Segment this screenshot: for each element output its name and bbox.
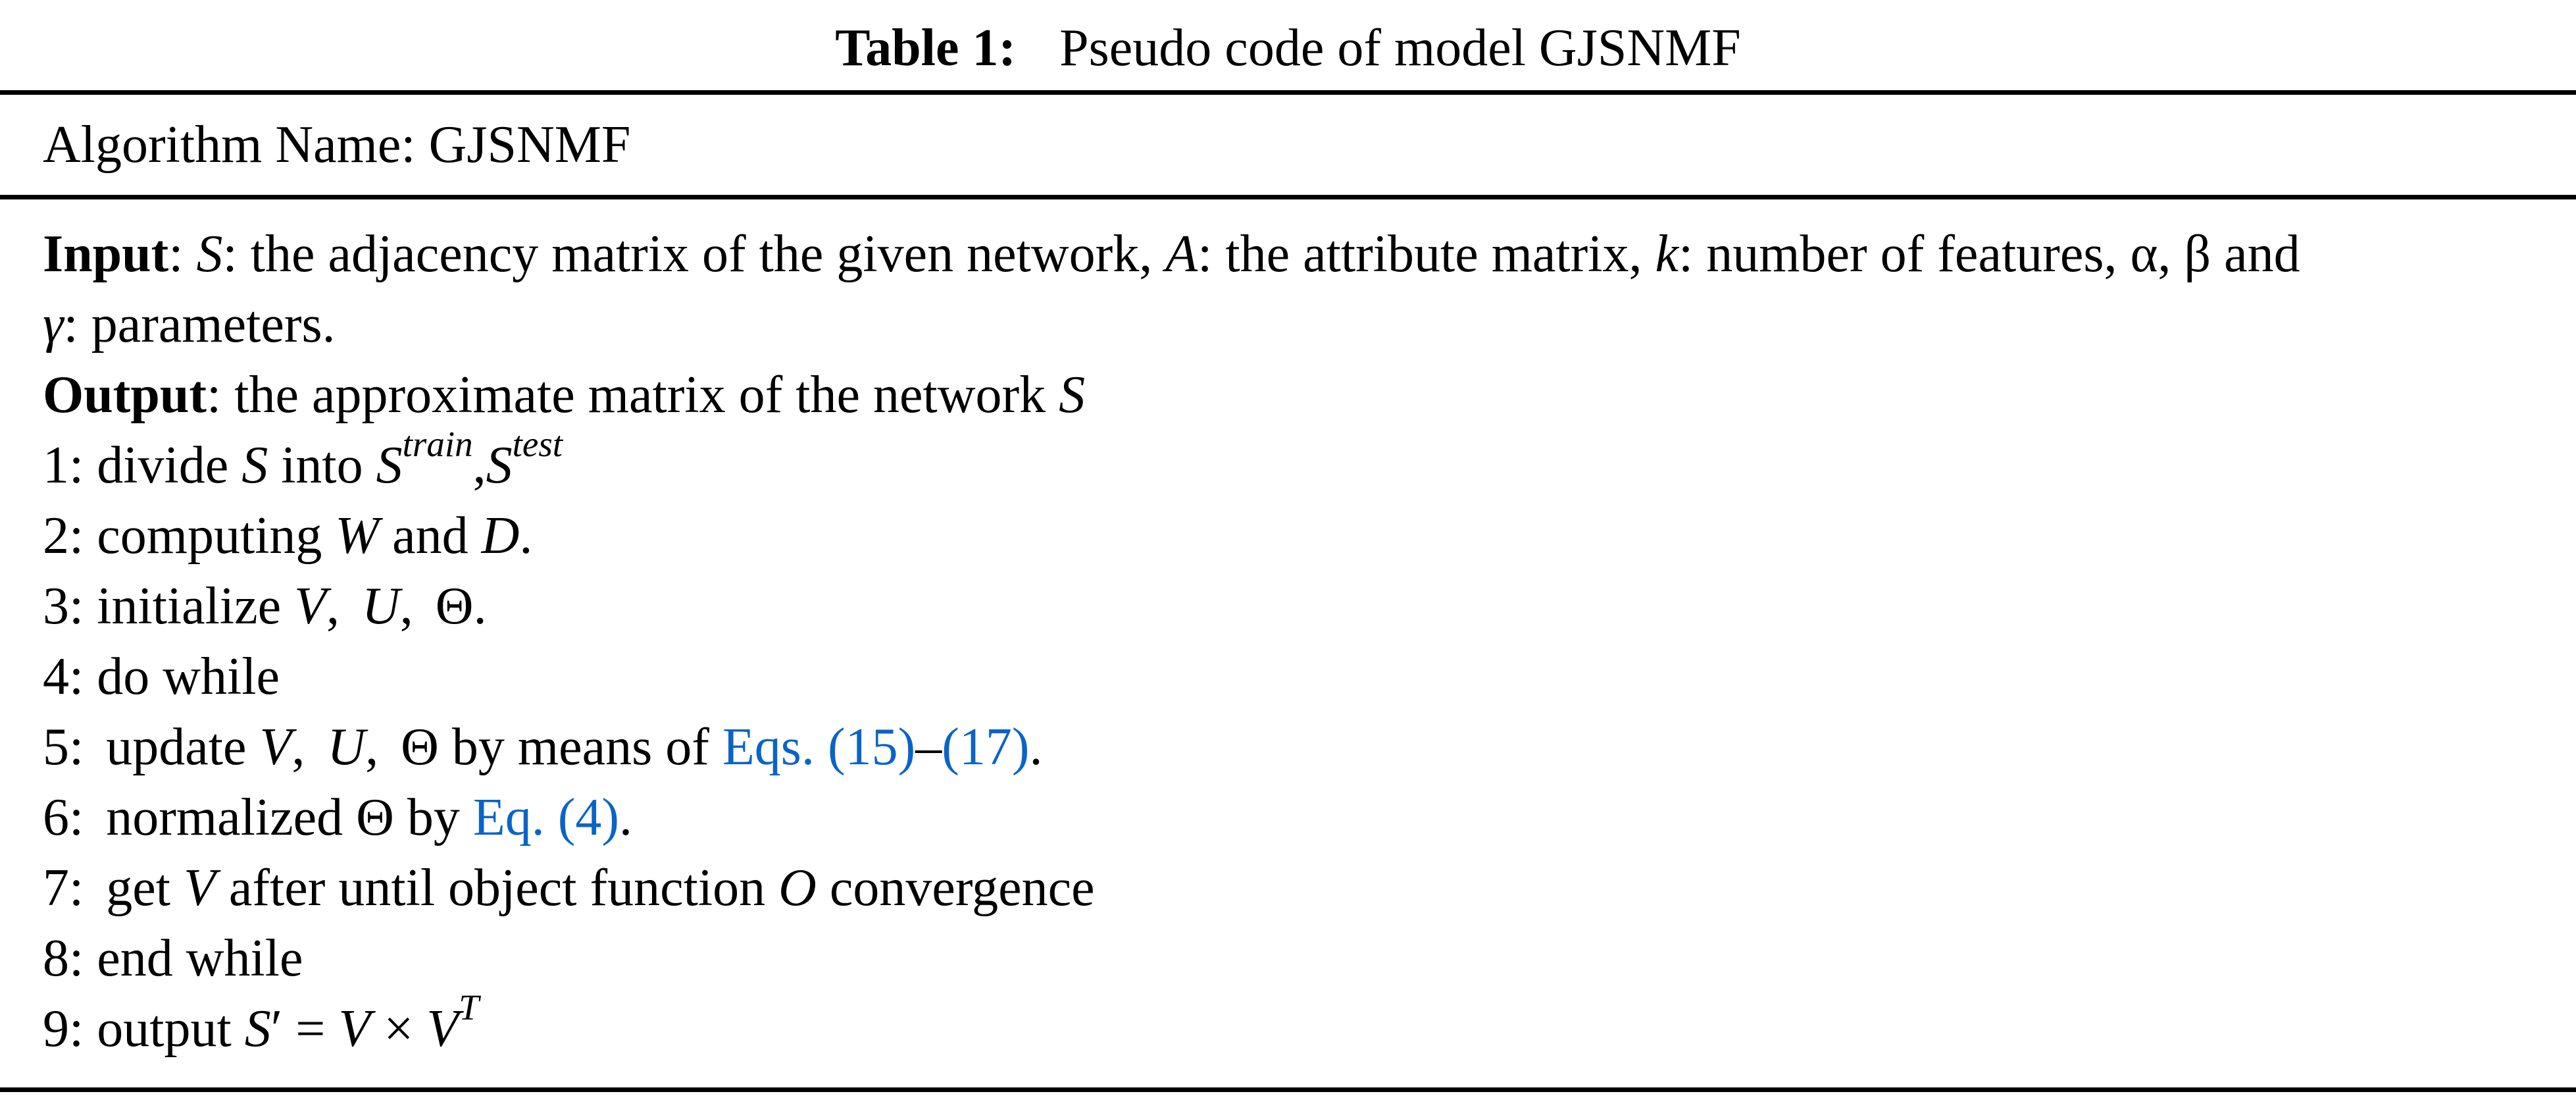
step-4: 4: do while [43,642,2569,712]
step-1: 1: divide S into Strain,Stest [43,426,2569,501]
step-text: normalized [106,789,343,847]
step-9: 9: output S′ = V × VT [43,989,2569,1064]
step-text: convergence [829,859,1095,917]
step-text: by means of [451,718,709,776]
times-sign: × [384,1000,414,1058]
math-S: S [241,436,268,494]
math-D: D [481,507,520,565]
caption-label: Table 1: [835,19,1017,77]
math-V: V [338,1000,371,1058]
step-text: computing [97,507,322,565]
input-k-desc: : number of features, [1679,225,2117,283]
step-text: divide [97,436,229,494]
step-6: 6: normalized Θ by Eq. (4). [43,783,2569,853]
math-V: V [183,859,216,917]
math-U: U [327,718,366,776]
math-Theta: Θ [435,577,474,635]
math-U: U [362,577,400,635]
en-dash: – [915,718,942,776]
input-A-symbol: A [1165,225,1198,283]
step-5: 5: update V, U, Θ by means of Eqs. (15)–… [43,718,1043,776]
superscript-train: train [402,424,473,465]
algorithm-name-label: Algorithm Name: [43,116,416,174]
step-number: 4: [43,648,84,706]
step-number: 3: [43,577,84,635]
step-number: 8: [43,929,84,987]
input-line-cont: γ: parameters. [43,290,2569,360]
math-S-test: S [486,436,513,494]
math-V: V [259,718,292,776]
top-rule [0,90,2576,95]
math-Theta: Θ [401,718,439,776]
step-text: output [97,1000,232,1058]
output-desc: : the approximate matrix of the network [206,366,1046,424]
step-text: initialize [97,577,282,635]
math-S-train: S [376,436,403,494]
comma: , [472,436,486,494]
eq-4-link[interactable]: Eq. (4) [472,789,620,847]
input-gamma-desc: : parameters. [63,296,336,353]
algorithm-name-row: Algorithm Name: GJSNMF [43,112,630,178]
step-text: after until object function [228,859,766,917]
input-line: Input: S: the adjacency matrix of the gi… [43,225,2300,283]
math-S: S [244,1000,271,1058]
step-3: 3: initialize V, U, Θ. [43,577,487,635]
input-S-symbol: S [196,225,223,283]
step-number: 1: [43,436,84,494]
step-number: 2: [43,507,84,565]
superscript-T: T [459,987,479,1028]
input-k-symbol: k [1655,225,1679,283]
pseudo-code-body: Input: S: the adjacency matrix of the gi… [43,219,2569,1064]
algorithm-name-value: GJSNMF [428,116,631,174]
math-V: V [426,1000,459,1058]
step-8: 8: end while [43,924,2569,994]
step-text: do while [97,648,280,706]
step-7: 7: get V after until object function O c… [43,853,2569,924]
caption-text: Pseudo code of model GJSNMF [1059,19,1741,77]
input-and: and [2224,225,2300,283]
step-number: 7: [43,859,84,917]
output-S-symbol: S [1059,366,1086,424]
input-S-desc: : the adjacency matrix of the given netw… [222,225,1153,283]
period: . [519,507,533,565]
math-O: O [778,859,817,917]
output-label: Output [43,366,207,424]
header-rule [0,195,2576,199]
prime: ′ [270,1000,283,1058]
math-W: W [335,507,380,565]
output-line: Output: the approximate matrix of the ne… [43,360,2569,431]
eq-17-link[interactable]: (17) [942,718,1030,776]
input-label: Input [43,225,169,283]
step-number: 9: [43,1000,84,1058]
step-text: by [407,789,460,847]
equals-sign: = [295,1000,326,1058]
math-V: V [294,577,326,635]
bottom-rule [0,1087,2576,1092]
table-caption: Table 1: Pseudo code of model GJSNMF [0,12,2576,84]
step-text: and [392,507,468,565]
input-gamma-symbol: γ [43,296,64,353]
period: . [473,577,487,635]
step-2: 2: computing W and D. [43,501,2569,571]
input-A-desc: : the attribute matrix, [1198,225,1642,283]
step-number: 6: [43,789,84,847]
step-text: update [106,718,247,776]
period: . [1029,718,1043,776]
step-number: 5: [43,718,84,776]
period: . [619,789,633,847]
eq-15-link[interactable]: Eqs. (15) [722,718,916,776]
superscript-test: test [512,424,563,465]
step-text: into [281,436,363,494]
math-Theta: Θ [356,789,394,847]
input-params: α, β [2130,225,2211,283]
step-text: end while [97,929,303,987]
step-text: get [106,859,170,917]
